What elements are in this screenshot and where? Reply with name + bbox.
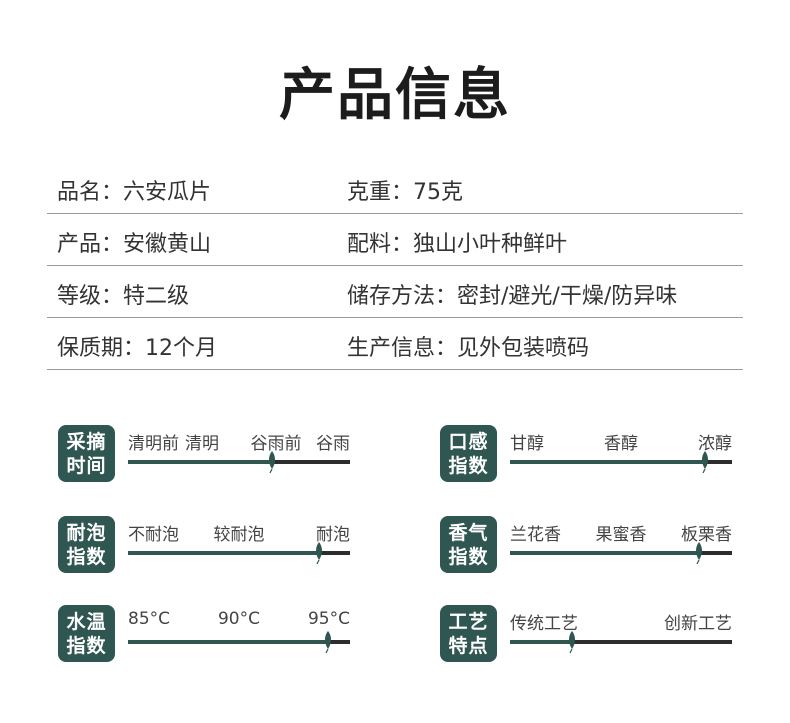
meter-steeping: 耐泡 指数 不耐泡 较耐泡 耐泡 [58,516,358,576]
leaf-marker-icon [694,541,704,565]
scale-label: 创新工艺 [664,614,732,634]
scale-label: 传统工艺 [510,614,578,634]
meter-aroma: 香气 指数 兰花香 果蜜香 板栗香 [440,516,740,576]
badge-line: 指数 [448,545,489,568]
meter-scale: 甘醇 香醇 浓醇 [510,429,732,481]
meter-scale: 兰花香 果蜜香 板栗香 [510,520,732,572]
badge-line: 指数 [66,545,107,568]
meter-track [510,551,732,555]
scale-label: 果蜜香 [595,525,647,545]
meter-craft: 工艺 特点 传统工艺 创新工艺 [440,605,740,665]
badge-line: 耐泡 [66,521,107,544]
scale-label: 浓醇 [698,434,732,454]
meter-scale: 85°C 90°C 95°C [128,609,350,661]
badge-line: 指数 [66,634,107,657]
scale-label: 85°C [128,609,171,629]
badge-line: 时间 [66,454,107,477]
info-row: 等级：特二级 储存方法：密封/避光/干燥/防异味 [47,266,743,318]
meter-picking-time: 采摘 时间 清明前清明 谷雨前谷雨 [58,425,358,485]
meter-fill [128,460,273,464]
badge-line: 水温 [66,610,107,633]
scale-label: 较耐泡 [213,525,265,545]
meter-track [128,460,350,464]
meter-fill [510,551,699,555]
scale-label: 谷雨前 [250,434,302,454]
badge-line: 指数 [448,454,489,477]
meter-badge: 口感 指数 [440,425,497,482]
scale-label: 清明 [185,434,219,454]
scale-labels: 兰花香 果蜜香 板栗香 [510,520,732,545]
meter-scale: 清明前清明 谷雨前谷雨 [128,429,350,481]
meter-track [128,551,350,555]
scale-label: 耐泡 [316,525,350,545]
scale-label: 不耐泡 [128,525,179,545]
info-ingredients: 配料：独山小叶种鲜叶 [347,232,568,257]
info-row: 品名：六安瓜片 克重：75克 [47,162,743,214]
info-row: 产品：安徽黄山 配料：独山小叶种鲜叶 [47,214,743,266]
page-title: 产品信息 [279,62,511,128]
leaf-marker-icon [323,630,333,654]
scale-labels: 传统工艺 创新工艺 [510,609,732,634]
info-origin: 产品：安徽黄山 [57,232,212,257]
meter-scale: 不耐泡 较耐泡 耐泡 [128,520,350,572]
meter-fill [510,640,573,644]
meter-water-temp: 水温 指数 85°C 90°C 95°C [58,605,358,665]
meter-fill [128,551,319,555]
meter-badge: 耐泡 指数 [58,516,115,573]
leaf-marker-icon [567,630,577,654]
meter-badge: 工艺 特点 [440,605,497,662]
badge-line: 特点 [448,634,489,657]
info-storage: 储存方法：密封/避光/干燥/防异味 [347,284,678,309]
info-grade: 等级：特二级 [57,284,190,309]
meter-fill [510,460,706,464]
leaf-marker-icon [267,450,277,474]
scale-label: 95°C [307,609,350,629]
meter-track [510,460,732,464]
badge-line: 口感 [448,430,489,453]
scale-labels: 甘醇 香醇 浓醇 [510,429,732,454]
scale-labels: 清明前清明 谷雨前谷雨 [128,429,350,454]
info-shelf-life: 保质期：12个月 [57,336,217,361]
meter-track [510,640,732,644]
scale-label: 90°C [217,609,260,629]
leaf-marker-icon [314,541,324,565]
leaf-marker-icon [700,450,710,474]
meter-track [128,640,350,644]
scale-label: 板栗香 [681,525,732,545]
scale-label: 兰花香 [510,525,561,545]
scale-label: 香醇 [604,434,638,454]
scale-label: 清明前 [128,434,179,454]
meter-badge: 水温 指数 [58,605,115,662]
meter-fill [128,640,328,644]
badge-line: 采摘 [66,430,107,453]
badge-line: 工艺 [448,610,489,633]
info-name: 品名：六安瓜片 [57,180,212,205]
scale-label: 甘醇 [510,434,544,454]
badge-line: 香气 [448,521,489,544]
info-production: 生产信息：见外包装喷码 [347,336,590,361]
info-weight: 克重：75克 [347,180,463,205]
scale-labels: 不耐泡 较耐泡 耐泡 [128,520,350,545]
meter-taste: 口感 指数 甘醇 香醇 浓醇 [440,425,740,485]
product-info-table: 品名：六安瓜片 克重：75克 产品：安徽黄山 配料：独山小叶种鲜叶 等级：特二级… [47,162,743,370]
scale-labels: 85°C 90°C 95°C [128,609,350,633]
meter-badge: 采摘 时间 [58,425,115,482]
info-row: 保质期：12个月 生产信息：见外包装喷码 [47,318,743,370]
meter-badge: 香气 指数 [440,516,497,573]
scale-label: 谷雨 [316,434,350,454]
meter-scale: 传统工艺 创新工艺 [510,609,732,661]
